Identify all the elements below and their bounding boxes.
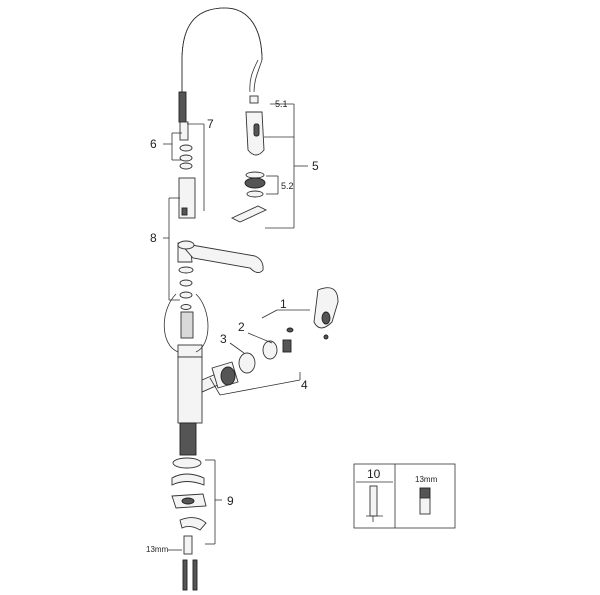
callout-5: 5 — [312, 159, 319, 173]
spout-arm — [178, 242, 264, 273]
screw-small — [323, 334, 329, 340]
inset-socket-top — [419, 487, 431, 499]
stud-bolt-left — [182, 559, 188, 591]
cartridge-face — [220, 366, 236, 386]
tube-set-screw — [181, 207, 188, 216]
part-2-sleeve — [262, 340, 278, 360]
threaded-shank — [179, 422, 197, 456]
base-o-ring — [172, 457, 202, 469]
spring-coil — [181, 7, 263, 120]
column-parts — [177, 91, 264, 456]
callout-3: 3 — [220, 332, 227, 346]
o-ring-8b — [179, 279, 193, 287]
cartridge-stem — [282, 339, 292, 353]
o-ring-6c — [179, 162, 193, 170]
inset-dimension-13mm: 13mm — [415, 475, 438, 484]
screw-part-1 — [286, 327, 294, 333]
horseshoe-washer — [171, 473, 205, 486]
callout-1: 1 — [280, 297, 287, 311]
mounting-parts — [171, 457, 207, 591]
leader-lines — [163, 103, 310, 551]
hose-coupling — [180, 311, 194, 339]
main-body — [177, 356, 203, 424]
o-ring-6b — [179, 154, 193, 162]
part-5-1-nipple — [249, 95, 259, 104]
hose-end — [178, 91, 187, 123]
callout-8: 8 — [150, 231, 157, 245]
ring-5-2 — [246, 190, 264, 198]
plate-hole — [181, 497, 195, 505]
dimension-13mm-left: 13mm — [146, 545, 169, 554]
spray-button — [253, 123, 260, 137]
lever-handle — [313, 287, 339, 329]
callout-2: 2 — [238, 320, 245, 334]
hose-connector — [179, 121, 189, 141]
wrench-tool — [230, 205, 268, 223]
fixing-nut — [183, 535, 193, 555]
o-ring-8d — [180, 304, 192, 310]
fixing-clip — [179, 517, 207, 531]
washer-5-2 — [245, 171, 265, 179]
callout-5-1: 5.1 — [275, 99, 288, 109]
aerator-5-2 — [244, 177, 266, 189]
callout-9: 9 — [227, 494, 234, 508]
callout-4: 4 — [301, 378, 308, 392]
o-ring-8c — [179, 291, 193, 299]
callout-7: 7 — [207, 117, 214, 131]
callout-labels: 7 6 8 5.1 5 5.2 1 2 3 4 9 13mm — [146, 99, 319, 554]
inset-tool-shaft — [369, 485, 378, 517]
inset-number-10: 10 — [367, 467, 381, 481]
stud-bolt-right — [192, 559, 198, 591]
inset-box: 10 13mm — [353, 463, 456, 529]
spout-top-ring — [177, 240, 195, 250]
handle-cap — [321, 311, 331, 325]
callout-5-2: 5.2 — [281, 181, 294, 191]
hose-to-spray — [249, 59, 263, 93]
inset-socket-body — [419, 497, 431, 515]
handle-group — [211, 287, 339, 389]
part-3-ring — [238, 352, 256, 374]
spray-head-group — [230, 95, 268, 223]
callout-6: 6 — [150, 137, 157, 151]
o-ring-6a — [179, 144, 193, 152]
o-ring-8a — [178, 266, 194, 274]
